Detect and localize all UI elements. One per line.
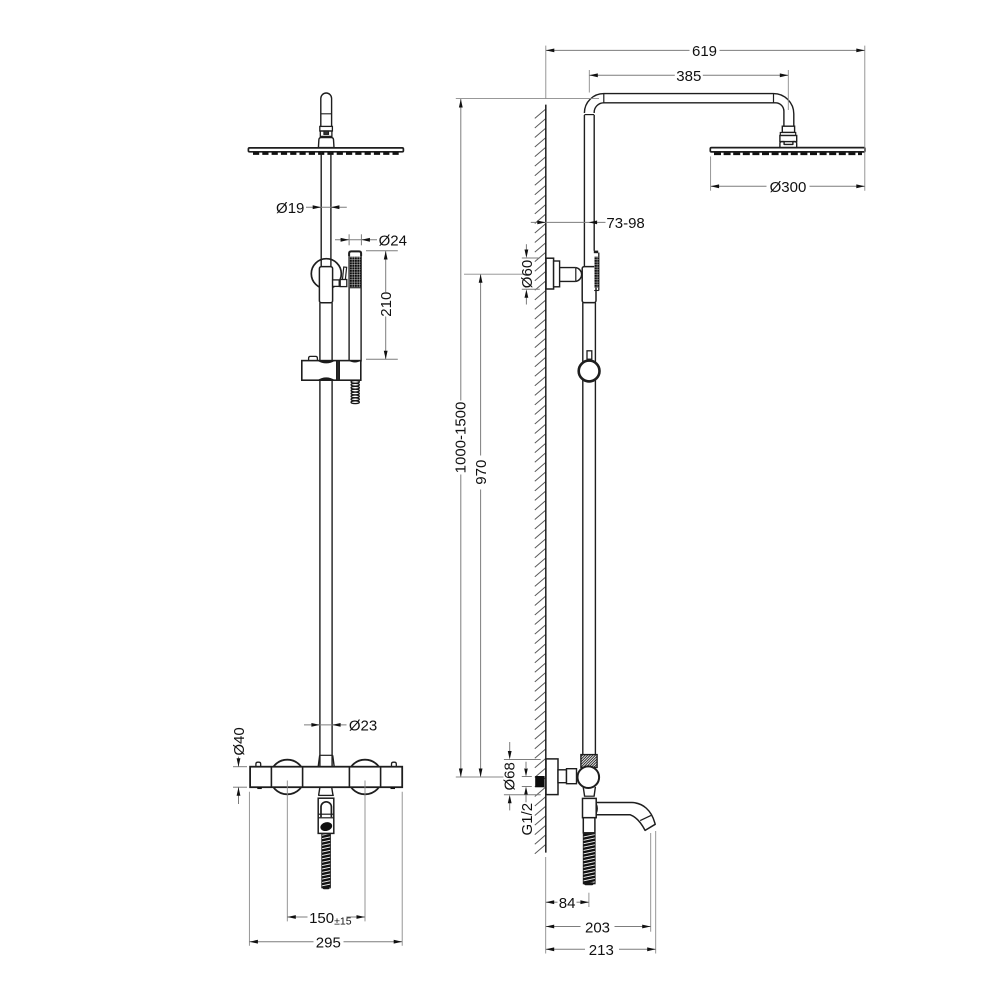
svg-text:Ø60: Ø60 (519, 260, 536, 288)
svg-text:385: 385 (676, 68, 701, 85)
svg-text:203: 203 (585, 919, 610, 936)
svg-text:Ø40: Ø40 (231, 727, 248, 755)
svg-text:210: 210 (378, 292, 395, 317)
svg-text:73-98: 73-98 (606, 215, 644, 232)
svg-text:970: 970 (473, 460, 490, 485)
svg-text:619: 619 (692, 43, 717, 60)
svg-text:Ø300: Ø300 (770, 179, 807, 196)
svg-text:213: 213 (589, 942, 614, 959)
svg-text:295: 295 (316, 935, 341, 952)
svg-text:G1/2: G1/2 (519, 803, 536, 836)
svg-text:Ø68: Ø68 (502, 762, 519, 790)
svg-text:Ø19: Ø19 (276, 200, 304, 217)
svg-text:84: 84 (559, 895, 576, 912)
svg-text:Ø24: Ø24 (379, 233, 407, 250)
svg-text:Ø23: Ø23 (349, 718, 377, 735)
svg-text:1000-1500: 1000-1500 (453, 402, 470, 474)
